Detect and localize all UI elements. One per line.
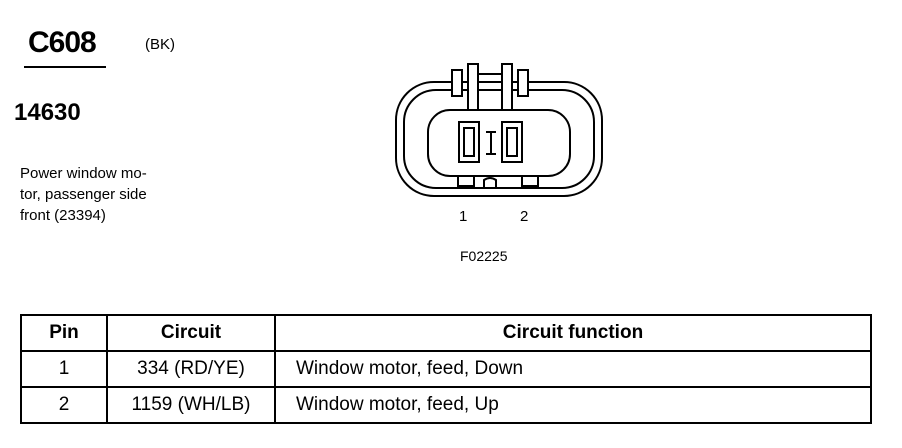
center-divider [486, 131, 496, 155]
table-header-row: Pin Circuit Circuit function [20, 314, 872, 352]
pin-1-contact [463, 127, 475, 157]
header-circuit-function: Circuit function [274, 314, 872, 352]
circuit-cell: 334 (RD/YE) [106, 350, 276, 388]
table-row: 1 334 (RD/YE) Window motor, feed, Down [20, 350, 872, 388]
pin-table: Pin Circuit Circuit function 1 334 (RD/Y… [20, 314, 872, 424]
function-cell: Window motor, feed, Down [274, 350, 872, 388]
part-number: 14630 [14, 99, 81, 126]
description-line-3: front (23394) [20, 207, 106, 224]
pin-label-1: 1 [459, 208, 468, 225]
connector-latch [451, 63, 529, 115]
connector-id-underline [24, 66, 106, 68]
connector-outer-shell [395, 81, 603, 197]
component-description: Power window mo- tor, passenger side fro… [20, 163, 180, 226]
connector-id: C608 [28, 26, 97, 59]
bottom-keys [457, 175, 539, 188]
description-line-1: Power window mo- [20, 165, 147, 182]
pin-2-contact [506, 127, 518, 157]
circuit-cell: 1159 (WH/LB) [106, 386, 276, 424]
figure-code: F02225 [460, 248, 508, 264]
function-cell: Window motor, feed, Up [274, 386, 872, 424]
description-line-2: tor, passenger side [20, 186, 147, 203]
pin-label-2: 2 [520, 208, 529, 225]
connector-face-drawing [395, 63, 603, 197]
connector-color: (BK) [145, 36, 175, 53]
table-row: 2 1159 (WH/LB) Window motor, feed, Up [20, 386, 872, 424]
header-circuit: Circuit [106, 314, 276, 352]
pin-cell: 2 [20, 386, 108, 424]
terminal-cavity [427, 109, 571, 177]
pin-cell: 1 [20, 350, 108, 388]
header-pin: Pin [20, 314, 108, 352]
